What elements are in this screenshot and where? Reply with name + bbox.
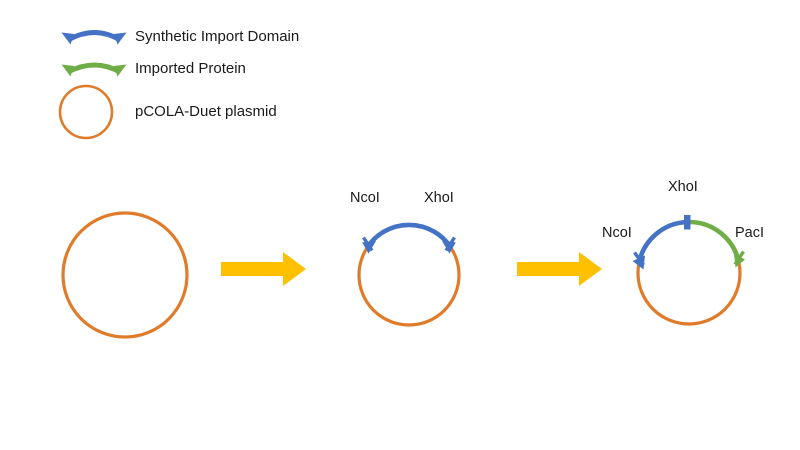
arrowhead-right <box>114 64 127 77</box>
step-1-empty-plasmid <box>61 211 189 339</box>
legend-label-synthetic-import-domain: Synthetic Import Domain <box>135 28 300 45</box>
legend-group <box>58 30 127 140</box>
legend-label-pcola-duet-plasmid: pCOLA-Duet plasmid <box>135 103 277 120</box>
site-bar-xhoi <box>684 215 691 230</box>
arc-shaft <box>636 219 688 265</box>
step-2-domain-inserted <box>357 222 461 327</box>
arc-shaft <box>66 62 122 75</box>
arrowhead-left <box>61 64 74 77</box>
transition-arrow-1 <box>221 252 306 286</box>
legend-glyph-synthetic-import-domain <box>61 30 127 45</box>
plasmid-backbone-circle <box>61 211 189 339</box>
block-arrow-shape <box>221 252 306 286</box>
site-tick-xhoi <box>444 236 456 252</box>
arrowhead-left <box>61 32 74 45</box>
step-3-domain-and-protein <box>632 215 745 326</box>
transition-arrow-2 <box>517 252 602 286</box>
arc-shaft <box>365 222 453 249</box>
block-arrow-shape <box>517 252 602 286</box>
legend-label-imported-protein: Imported Protein <box>135 60 246 77</box>
site-tick-paci <box>733 250 745 266</box>
insert-synthetic-import-domain <box>632 215 691 270</box>
site-tick-ncoi <box>633 251 645 266</box>
step2-site-label-xhoi: XhoI <box>424 190 454 206</box>
step2-site-label-ncoi: NcoI <box>350 190 380 206</box>
step3-site-label-paci: PacI <box>735 225 765 241</box>
arc-shaft <box>66 30 122 43</box>
arrowhead-right <box>114 32 127 45</box>
insert-synthetic-import-domain <box>362 222 456 254</box>
arrowhead-ncoi-end <box>632 255 645 270</box>
arc-shaft <box>690 219 742 263</box>
step3-site-label-xhoi: XhoI <box>668 179 698 195</box>
legend-glyph-imported-protein <box>61 62 127 77</box>
legend-glyph-pcola-duet-plasmid <box>58 84 114 140</box>
site-tick-ncoi <box>362 236 374 252</box>
step3-site-label-ncoi: NcoI <box>602 225 632 241</box>
